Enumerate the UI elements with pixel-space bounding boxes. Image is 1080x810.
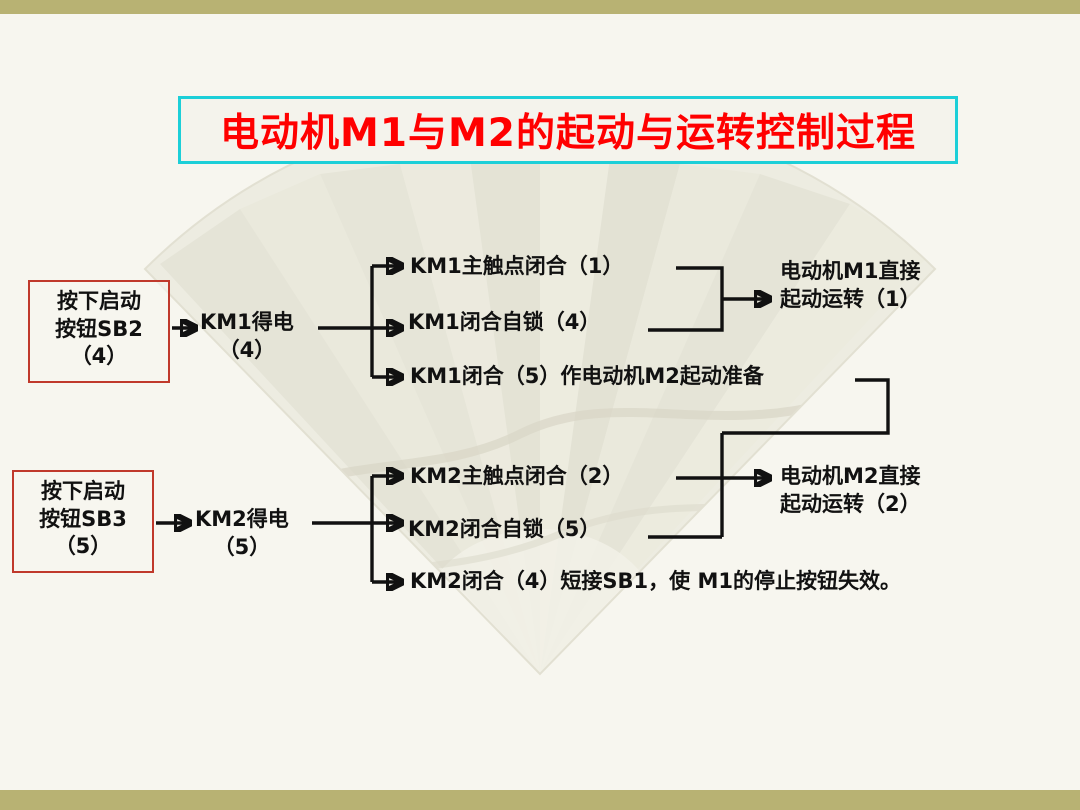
bottom-decorative-band: [0, 790, 1080, 810]
source-box-sb3-line2: 按钮SB3: [39, 506, 127, 531]
source-box-sb3[interactable]: 按下启动 按钮SB3 （5）: [12, 470, 154, 573]
source-box-sb2-line2: 按钮SB2: [55, 316, 143, 341]
node-result-m2-line1: 电动机M2直接: [780, 464, 921, 488]
node-km2-branch-self-lock: KM2闭合自锁（5）: [408, 517, 601, 541]
source-box-sb2-line3: （4）: [70, 344, 128, 369]
node-km1-branch-self-lock: KM1闭合自锁（4）: [408, 310, 601, 334]
node-result-m2: 电动机M2直接 起动运转（2）: [780, 462, 921, 519]
source-box-sb3-line1: 按下启动: [41, 479, 125, 503]
node-km1-branch-m2-prepare: KM1闭合（5）作电动机M2起动准备: [410, 364, 764, 388]
top-decorative-band: [0, 0, 1080, 14]
node-result-m1-line1: 电动机M1直接: [780, 259, 921, 283]
source-box-sb2-line1: 按下启动: [57, 289, 141, 313]
node-km2-branch-short-sb1: KM2闭合（4）短接SB1，使 M1的停止按钮失效。: [410, 569, 901, 593]
wire-km1-merge: [648, 266, 724, 332]
node-result-m2-line2: 起动运转（2）: [780, 492, 921, 517]
node-km1-line2: （4）: [218, 338, 276, 363]
node-result-m1-line2: 起动运转（1）: [780, 287, 921, 312]
node-km2-energized: KM2得电 （5）: [195, 505, 289, 562]
node-km1-branch-main-contact: KM1主触点闭合（1）: [410, 254, 624, 278]
slide-title-box: 电动机M1与M2的起动与运转控制过程: [178, 96, 958, 164]
page-title: 电动机M1与M2的起动与运转控制过程: [220, 111, 916, 156]
node-km1-line1: KM1得电: [200, 310, 294, 334]
node-result-m1: 电动机M1直接 起动运转（1）: [780, 257, 921, 314]
node-km2-branch-main-contact: KM2主触点闭合（2）: [410, 464, 624, 488]
node-km2-line1: KM2得电: [195, 507, 289, 531]
source-box-sb3-line3: （5）: [54, 534, 112, 559]
source-box-sb2[interactable]: 按下启动 按钮SB2 （4）: [28, 280, 170, 383]
node-km2-line2: （5）: [213, 535, 271, 560]
node-km1-energized: KM1得电 （4）: [200, 308, 294, 365]
